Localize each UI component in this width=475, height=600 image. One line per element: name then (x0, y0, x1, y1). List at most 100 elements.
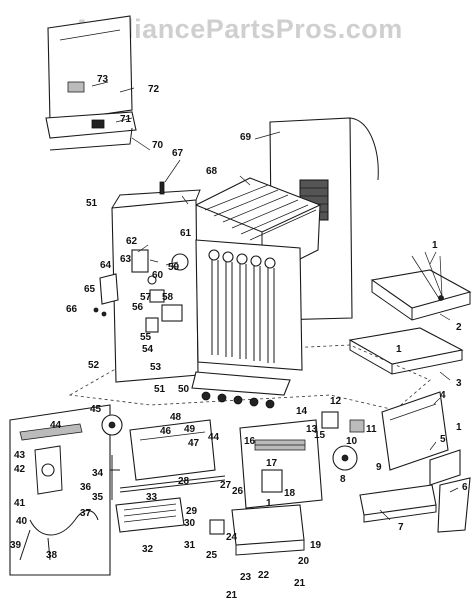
label-70: 70 (152, 140, 164, 151)
inset-detail (9, 404, 111, 576)
label-68: 68 (206, 166, 218, 177)
label-11: 11 (366, 424, 377, 435)
label-46: 46 (160, 426, 172, 437)
part-31-filter-grill (115, 497, 185, 533)
label-59: 59 (168, 262, 180, 273)
label-33: 33 (146, 492, 158, 503)
label-25: 25 (206, 550, 218, 561)
label-51a: 51 (86, 198, 98, 209)
label-38: 38 (46, 550, 58, 561)
part-1-screws (411, 251, 444, 301)
label-9: 9 (376, 462, 382, 473)
label-12: 12 (330, 396, 342, 407)
part-46-inner-panel (129, 419, 216, 481)
label-69: 69 (240, 132, 252, 143)
part-labels: 73 72 71 70 69 67 68 51 61 62 63 60 59 6… (10, 74, 468, 600)
label-44a: 44 (50, 420, 62, 431)
label-61: 61 (180, 228, 192, 239)
label-54: 54 (142, 344, 154, 355)
label-71: 71 (120, 114, 132, 125)
part-20-blower-housing (231, 504, 305, 556)
label-52: 52 (88, 360, 100, 371)
label-37: 37 (80, 508, 92, 519)
label-51b: 51 (154, 384, 166, 395)
label-66: 66 (66, 304, 78, 315)
label-14: 14 (296, 406, 308, 417)
label-56: 56 (132, 302, 144, 313)
part-12-transformer (321, 411, 365, 433)
label-40: 40 (16, 516, 28, 527)
label-23: 23 (240, 572, 252, 583)
part-25-switch (209, 519, 225, 535)
label-20: 20 (298, 556, 310, 567)
label-28: 28 (178, 476, 190, 487)
label-32: 32 (142, 544, 154, 555)
label-41: 41 (14, 498, 26, 509)
label-21a: 21 (294, 578, 306, 589)
part-64-panel (93, 273, 119, 317)
part-61-burner-assembly (195, 239, 303, 371)
part-2-bottom-panel (370, 269, 472, 321)
label-65: 65 (84, 284, 96, 295)
label-24: 24 (226, 532, 238, 543)
control-components (131, 249, 189, 333)
label-16: 16 (244, 436, 256, 447)
label-72: 72 (148, 84, 160, 95)
label-55: 55 (140, 332, 152, 343)
part-73-label-plate (67, 81, 85, 93)
label-53: 53 (150, 362, 162, 373)
label-67: 67 (172, 148, 184, 159)
label-29: 29 (186, 506, 198, 517)
part-50-manifold (191, 371, 291, 409)
label-49: 49 (184, 424, 196, 435)
part-28-rod (119, 475, 226, 493)
part-6-panel (437, 477, 471, 533)
label-22: 22 (258, 570, 270, 581)
label-2: 2 (456, 322, 462, 333)
label-26: 26 (232, 486, 244, 497)
part-4-door (381, 391, 449, 471)
label-31: 31 (184, 540, 196, 551)
part-51-cabinet (111, 189, 201, 383)
label-57: 57 (140, 292, 152, 303)
label-1b: 1 (396, 344, 402, 355)
label-1c: 1 (456, 422, 462, 433)
part-8-blower-motor (332, 445, 358, 471)
label-30: 30 (184, 518, 196, 529)
label-17: 17 (266, 458, 278, 469)
label-64: 64 (100, 260, 112, 271)
part-7-base-strip (359, 484, 437, 523)
part-70-bracket (45, 111, 137, 151)
part-72-panel (47, 15, 133, 123)
label-10: 10 (346, 436, 358, 447)
part-45-gas-valve (101, 414, 123, 436)
label-19: 19 (310, 540, 322, 551)
label-63: 63 (120, 254, 132, 265)
label-3: 3 (456, 378, 462, 389)
label-36: 36 (80, 482, 92, 493)
part-5-bracket (429, 449, 461, 486)
label-73: 73 (97, 74, 109, 85)
label-39: 39 (10, 540, 22, 551)
label-15: 15 (314, 430, 326, 441)
label-62: 62 (126, 236, 138, 247)
label-5: 5 (440, 434, 446, 445)
label-7: 7 (398, 522, 404, 533)
label-48: 48 (170, 412, 182, 423)
label-35: 35 (92, 492, 104, 503)
label-27: 27 (220, 480, 232, 491)
label-1d: 1 (266, 498, 272, 509)
part-14-control-board (239, 419, 323, 509)
label-58: 58 (162, 292, 174, 303)
label-21b: 21 (226, 590, 238, 600)
label-45: 45 (90, 404, 102, 415)
label-42: 42 (14, 464, 26, 475)
label-50: 50 (178, 384, 190, 395)
label-18: 18 (284, 488, 296, 499)
leader-lines (91, 81, 459, 521)
label-4: 4 (440, 390, 446, 401)
label-60: 60 (152, 270, 164, 281)
label-6: 6 (462, 482, 468, 493)
label-34: 34 (92, 468, 104, 479)
